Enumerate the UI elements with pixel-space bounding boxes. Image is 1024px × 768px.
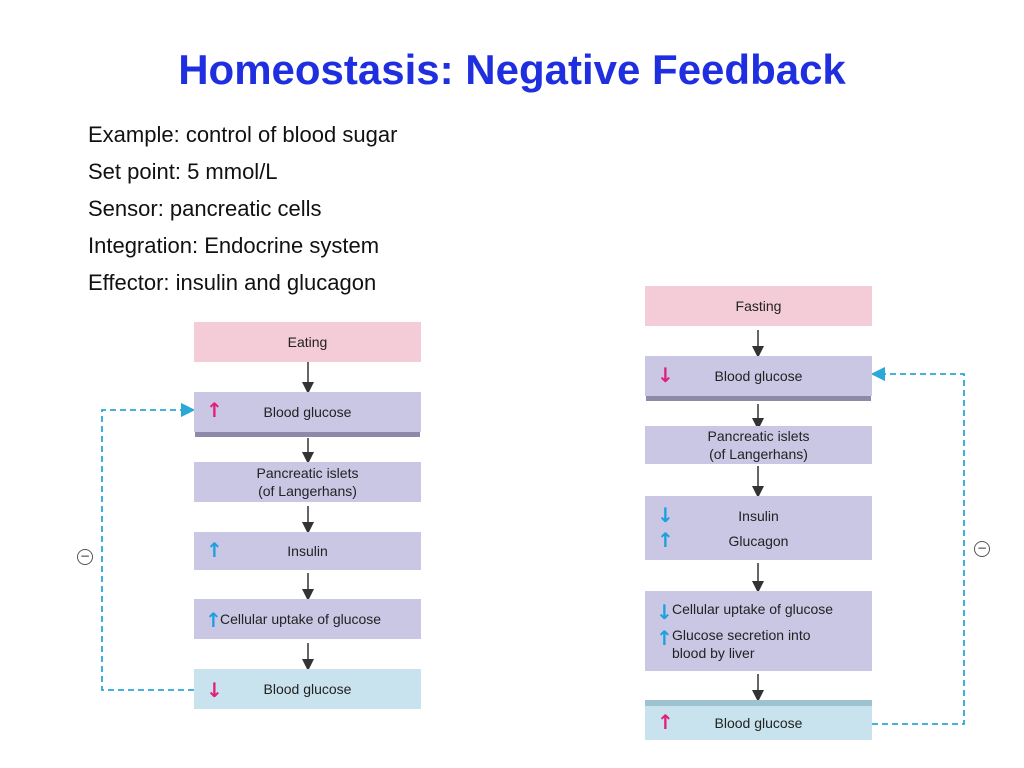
blood-glucose-label: Blood glucose xyxy=(263,404,352,420)
insulin-label: Insulin xyxy=(287,543,328,559)
hormones-box-right: Insulin Glucagon xyxy=(645,496,872,560)
blood-glucose-up-box: Blood glucose xyxy=(194,392,421,432)
uptake-label: Cellular uptake of glucose xyxy=(672,601,834,617)
bullet-effector: Effector: insulin and glucagon xyxy=(88,270,377,295)
fasting-label: Fasting xyxy=(735,298,782,314)
up-arrow-icon: ↑ xyxy=(205,608,222,632)
blood-glucose-up-box-r: Blood glucose xyxy=(645,700,872,740)
uptake-label: Cellular uptake of glucose xyxy=(220,611,382,627)
blood-glucose-label: Blood glucose xyxy=(714,715,803,731)
negative-feedback-icon: − xyxy=(77,549,93,565)
down-arrow-icon: ↓ xyxy=(657,503,674,527)
slide-title: Homeostasis: Negative Feedback xyxy=(178,46,846,93)
islets-box-right: Pancreatic islets (of Langerhans) xyxy=(645,426,872,464)
islets-label-2: (of Langerhans) xyxy=(258,483,357,499)
secretion-label-2: blood by liver xyxy=(672,645,755,661)
blood-glucose-down-box: Blood glucose xyxy=(194,669,421,709)
feedback-loop-left xyxy=(101,402,196,691)
glucagon-label: Glucagon xyxy=(728,532,789,549)
bullet-set-point: Set point: 5 mmol/L xyxy=(88,159,278,184)
feedback-loop-right xyxy=(870,366,965,725)
secretion-label-1: Glucose secretion into xyxy=(672,627,811,643)
eating-box: Eating xyxy=(194,322,421,362)
bullet-example: Example: control of blood sugar xyxy=(88,122,398,147)
up-arrow-icon: ↑ xyxy=(657,528,674,552)
islets-box-left: Pancreatic islets (of Langerhans) xyxy=(194,462,421,502)
down-arrow-icon: ↓ xyxy=(657,363,674,387)
islets-label-1: Pancreatic islets xyxy=(256,465,359,481)
negative-feedback-icon: − xyxy=(974,541,990,557)
blood-glucose-down-box-r: Blood glucose xyxy=(645,356,872,396)
fasting-box: Fasting xyxy=(645,286,872,326)
up-arrow-icon: ↑ xyxy=(206,398,223,422)
islets-label-1: Pancreatic islets xyxy=(707,428,810,444)
bullet-sensor: Sensor: pancreatic cells xyxy=(88,196,322,221)
blood-glucose-label: Blood glucose xyxy=(714,368,803,384)
effects-box-right: Cellular uptake of glucose Glucose secre… xyxy=(645,591,872,671)
down-arrow-icon: ↓ xyxy=(656,600,673,624)
up-arrow-icon: ↑ xyxy=(206,538,223,562)
bullet-list: Example: control of blood sugar Set poin… xyxy=(88,116,397,301)
up-arrow-icon: ↑ xyxy=(656,626,673,650)
insulin-label: Insulin xyxy=(738,507,779,524)
insulin-box-left: Insulin xyxy=(194,532,421,570)
bullet-integration: Integration: Endocrine system xyxy=(88,233,380,258)
up-arrow-icon: ↑ xyxy=(657,710,674,734)
down-arrow-icon: ↓ xyxy=(206,678,223,702)
islets-label-2: (of Langerhans) xyxy=(709,446,808,462)
uptake-box-left: Cellular uptake of glucose xyxy=(194,599,421,639)
eating-label: Eating xyxy=(287,334,328,350)
blood-glucose-label: Blood glucose xyxy=(263,681,352,697)
